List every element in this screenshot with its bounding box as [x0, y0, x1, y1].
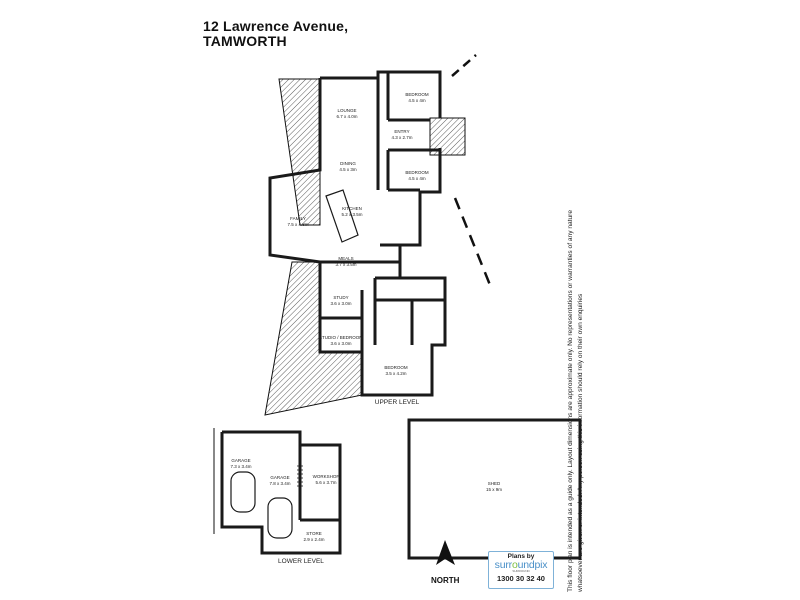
brand-sub: SURROUND: [512, 569, 530, 573]
room-name: ENTRY: [394, 129, 409, 134]
lower-level-label: LOWER LEVEL: [278, 558, 324, 565]
room-dims: 5.2 x 3.5m: [341, 212, 362, 217]
room-name: MEALS: [338, 256, 353, 261]
car-icon: [267, 497, 293, 539]
north-arrow-icon: [436, 540, 455, 565]
surroundpix-logo: Plans by surroundpix SURROUND 1300 30 32…: [488, 551, 554, 589]
boundary-line: [453, 197, 492, 286]
upper-level-label: UPPER LEVEL: [375, 399, 420, 406]
brand-name: surroundpix: [494, 559, 548, 571]
plans-by-label: Plans by: [507, 553, 535, 560]
deck-north: [278, 78, 321, 226]
room-dims: 7.3 x 3.4m: [230, 464, 251, 469]
property-address: 12 Lawrence Avenue,: [203, 18, 349, 34]
room-dims: 3.6 x 3.0m: [330, 341, 351, 346]
room-name: BEDROOM: [405, 92, 429, 97]
logo-phone: 1300 30 32 40: [497, 574, 545, 583]
room-name: KITCHEN: [342, 206, 362, 211]
room-name: WORKSHOP: [313, 474, 340, 479]
room-dims: 2.9 x 2.4m: [303, 537, 324, 542]
upper-level-walls: [268, 70, 447, 397]
lower-level-walls: [220, 430, 342, 555]
room-dims: 7.8 x 3.4m: [269, 481, 290, 486]
room-dims: 15 x 9m: [486, 487, 502, 492]
room-dims: 4.3 x 2.7m: [391, 135, 412, 140]
room-name: STORE: [306, 531, 321, 536]
room-name: BEDROOM: [384, 365, 408, 370]
room-name: SHED: [488, 481, 501, 486]
kitchen-island: [325, 189, 359, 243]
north-label: NORTH: [431, 576, 460, 585]
disclaimer-line-2: whatsoever are given or intended. Any pe…: [577, 293, 584, 592]
room-dims: 6.7 x 4.0m: [336, 114, 357, 119]
disclaimer: This floor plan is intended as a guide o…: [566, 209, 586, 592]
room-name: STUDIO / BEDROOM: [319, 335, 363, 340]
room-dims: 5.6 x 3.7m: [315, 480, 336, 485]
car-icon: [230, 471, 256, 513]
boundary-line: [451, 54, 477, 77]
room-name: FAMILY: [290, 216, 306, 221]
room-name: LOUNGE: [337, 108, 356, 113]
room-name: GARAGE: [231, 458, 250, 463]
room-dims: 3.5 x 4.2m: [385, 371, 406, 376]
room-dims: 4.5 x 4m: [408, 98, 426, 103]
stair: [297, 465, 303, 487]
room-dims: 7.5 x 4.8m: [287, 222, 308, 227]
porch: [429, 117, 466, 156]
room-dims: 3.7 x 3.5m: [335, 262, 356, 267]
disclaimer-line-1: This floor plan is intended as a guide o…: [567, 209, 574, 592]
property-suburb: TAMWORTH: [203, 33, 287, 49]
room-dims: 4.5 x 3m: [339, 167, 357, 172]
room-name: GARAGE: [270, 475, 289, 480]
room-name: BEDROOM: [405, 170, 429, 175]
room-dims: 3.6 x 3.0m: [330, 301, 351, 306]
room-dims: 4.5 x 4m: [408, 176, 426, 181]
room-name: DINING: [340, 161, 356, 166]
room-name: STUDY: [333, 295, 348, 300]
